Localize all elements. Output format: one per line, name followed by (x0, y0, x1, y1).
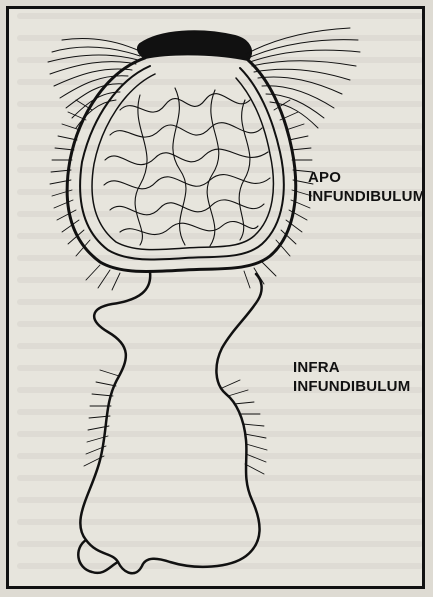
infra-label-line1: INFRA (293, 358, 410, 377)
infra-label-line2: INFUNDIBULUM (293, 377, 410, 396)
apo-label-line2: INFUNDIBULUM (308, 187, 425, 206)
outer-sac (67, 58, 296, 272)
apo-label-line1: APO (308, 168, 425, 187)
stalk-outline (80, 272, 261, 573)
label-apo-infundibulum: APO INFUNDIBULUM (308, 168, 425, 206)
label-infra-infundibulum: INFRA INFUNDIBULUM (293, 358, 410, 396)
